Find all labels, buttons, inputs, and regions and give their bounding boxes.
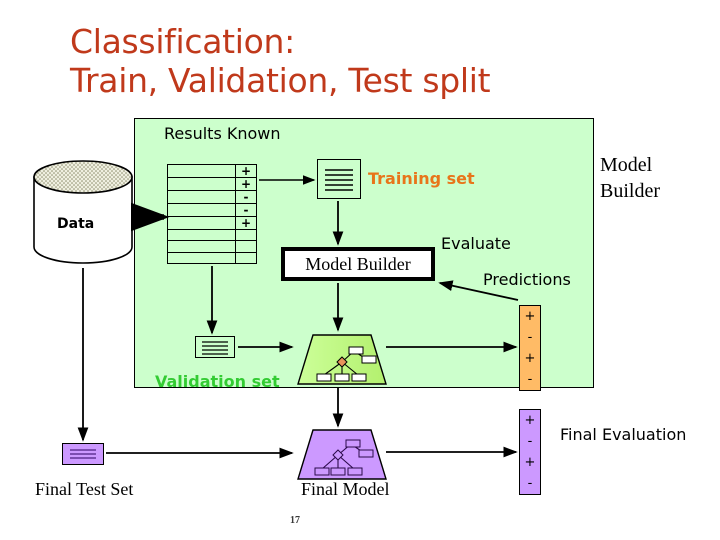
final-evaluation-label: Final Evaluation: [560, 425, 687, 444]
table-row: +: [168, 178, 256, 191]
prediction-value: -: [527, 476, 533, 491]
validation-set-label: Validation set: [155, 372, 280, 391]
document-icon: [62, 443, 104, 465]
table-cell-data: [168, 178, 236, 190]
model-builder-box-label: Model Builder: [305, 253, 411, 274]
table-cell-data: [168, 241, 236, 252]
database-cylinder-icon: [33, 160, 133, 264]
predictions-column: + - + -: [519, 305, 541, 391]
table-cell-data: [168, 191, 236, 203]
table-cell-data: [168, 252, 236, 263]
table-row: [168, 252, 256, 263]
prediction-value: +: [524, 413, 536, 428]
table-row: -: [168, 191, 256, 204]
prediction-value: -: [527, 330, 533, 345]
table-cell-data: [168, 204, 236, 216]
document-icon: [195, 336, 235, 358]
table-row: +: [168, 217, 256, 230]
table-cell-data: [168, 217, 236, 229]
table-cell-data: [168, 230, 236, 241]
prediction-value: +: [524, 309, 536, 324]
results-table: + + - - +: [167, 164, 257, 264]
table-cell-label: [236, 241, 256, 251]
final-model-label: Final Model: [301, 479, 390, 499]
model-builder-annotation: Model Builder: [600, 154, 660, 202]
table-cell-data: [168, 165, 236, 177]
page-title: Classification: Train, Validation, Test …: [70, 22, 491, 100]
table-cell-label: -: [243, 190, 249, 204]
evaluate-label: Evaluate: [441, 234, 511, 253]
table-cell-label: +: [240, 216, 252, 230]
prediction-value: +: [524, 455, 536, 470]
table-cell-label: [236, 253, 256, 263]
prediction-value: +: [524, 351, 536, 366]
training-set-label: Training set: [368, 169, 475, 188]
prediction-value: -: [527, 434, 533, 449]
table-cell-label: +: [240, 164, 252, 178]
table-cell-label: [236, 230, 256, 240]
table-cell-label: -: [243, 203, 249, 217]
decision-tree-model-icon: [296, 333, 388, 386]
table-row: [168, 230, 256, 242]
table-cell-label: +: [240, 177, 252, 191]
results-known-label: Results Known: [164, 124, 281, 143]
model-builder-box[interactable]: Model Builder: [281, 247, 435, 281]
table-row: +: [168, 165, 256, 178]
table-row: -: [168, 204, 256, 217]
document-icon: [317, 159, 361, 199]
page-number: 17: [290, 515, 300, 526]
final-test-set-label: Final Test Set: [35, 479, 134, 499]
prediction-value: -: [527, 372, 533, 387]
data-label: Data: [57, 216, 95, 232]
table-row: [168, 241, 256, 253]
predictions-label: Predictions: [483, 270, 571, 289]
decision-tree-model-icon: [296, 428, 388, 481]
final-evaluation-column: + - + -: [519, 409, 541, 495]
